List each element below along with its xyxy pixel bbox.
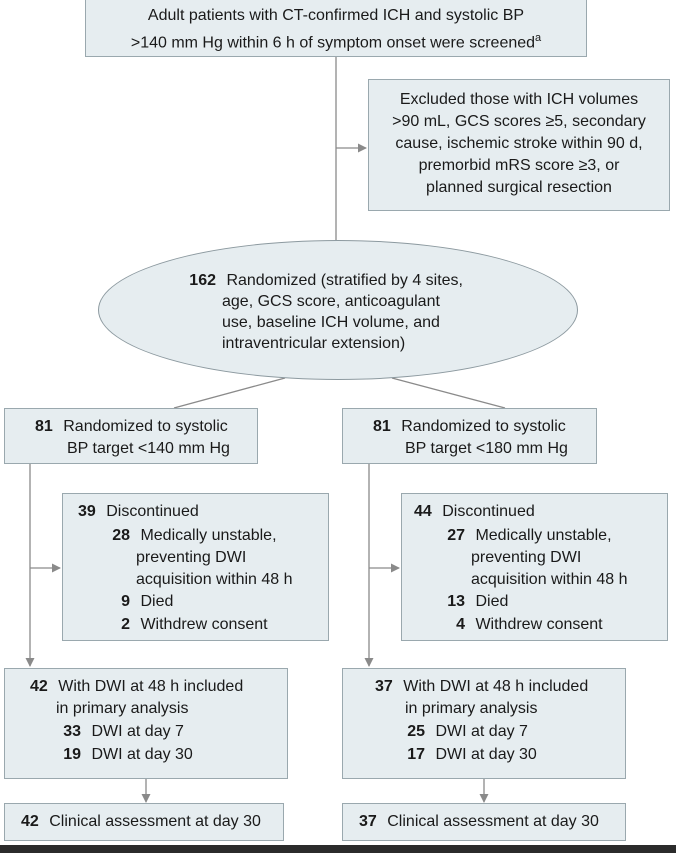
- arm2-reason-count: 4: [456, 616, 465, 633]
- arm1-followup-row: 19 DWI at day 30: [30, 744, 193, 766]
- arm2-followup-row: 17 DWI at day 30: [375, 744, 537, 766]
- arm1-followup-label: DWI at day 7: [91, 723, 184, 740]
- arm1-discontinued-box: 39 Discontinued 28 Medically unstable, p…: [62, 493, 329, 641]
- arm1-clinical-row: 42 Clinical assessment at day 30: [21, 811, 261, 833]
- arm2-analysis-box: 37 With DWI at 48 h included in primary …: [342, 668, 626, 779]
- exclusion-line: cause, ischemic stroke within 90 d,: [395, 135, 643, 152]
- screening-footnote: a: [535, 32, 542, 44]
- arm2-followup-label: DWI at day 30: [435, 746, 537, 763]
- arm1-reason-count: 9: [121, 593, 130, 610]
- arm2-analysis-line1: With DWI at 48 h included: [403, 678, 589, 695]
- arm2-discontinued-row: 44 Discontinued: [414, 501, 535, 523]
- arm1-discontinued-row: 39 Discontinued: [78, 501, 199, 523]
- arm1-followup-count: 19: [63, 746, 81, 763]
- arm1-allocation-count: 81: [35, 418, 53, 435]
- screening-box: Adult patients with CT-confirmed ICH and…: [85, 0, 587, 57]
- arm1-analysis-line2: in primary analysis: [56, 700, 189, 717]
- arm2-allocation-line1: Randomized to systolic: [401, 418, 566, 435]
- footer-bar: [0, 845, 676, 853]
- arm1-analysis-box: 42 With DWI at 48 h included in primary …: [4, 668, 288, 779]
- arm2-reason-text: acquisition within 48 h: [471, 571, 628, 588]
- randomized-to-arm1-line: [173, 377, 286, 409]
- arm2-reason-count: 13: [447, 593, 465, 610]
- arm1-analysis-row: 42 With DWI at 48 h included: [30, 676, 243, 698]
- arm1-allocation-box: 81 Randomized to systolic BP target <140…: [4, 408, 258, 464]
- arm2-reason-text: Withdrew consent: [475, 616, 603, 633]
- randomized-line: age, GCS score, anticoagulant: [222, 293, 440, 310]
- exclusion-line: >90 mL, GCS scores ≥5, secondary: [392, 113, 646, 130]
- arm1-discontinued-label: Discontinued: [106, 503, 199, 520]
- arm2-reason-row: 4 Withdrew consent: [414, 614, 603, 636]
- arm1-followup-row: 33 DWI at day 7: [30, 721, 184, 743]
- arm1-reason-text: Medically unstable,: [140, 527, 277, 544]
- arm2-clinical-row: 37 Clinical assessment at day 30: [359, 811, 599, 833]
- arm1-allocation-line2: BP target <140 mm Hg: [67, 440, 230, 457]
- screening-line2-wrap: >140 mm Hg within 6 h of symptom onset w…: [86, 27, 586, 54]
- arm1-analysis-count: 42: [30, 678, 48, 695]
- arm2-discontinued-box: 44 Discontinued 27 Medically unstable, p…: [401, 493, 668, 641]
- arm2-reason-text: Died: [475, 593, 509, 610]
- arm1-reason-text: preventing DWI: [136, 549, 247, 566]
- arm2-discontinued-count: 44: [414, 503, 432, 520]
- arm1-analysis-line1: With DWI at 48 h included: [58, 678, 244, 695]
- screening-line1: Adult patients with CT-confirmed ICH and…: [147, 7, 525, 24]
- arm2-discontinued-label: Discontinued: [442, 503, 535, 520]
- arm2-clinical-box: 37 Clinical assessment at day 30: [342, 803, 626, 841]
- arm2-allocation-count: 81: [373, 418, 391, 435]
- arm1-reason-text: Died: [140, 593, 174, 610]
- randomized-line: Randomized (stratified by 4 sites,: [226, 272, 463, 289]
- arm1-reason-row: 28 Medically unstable,: [78, 525, 277, 547]
- arm1-reason-text: Withdrew consent: [140, 616, 268, 633]
- arm2-reason-text: preventing DWI: [471, 549, 582, 566]
- randomized-line: use, baseline ICH volume, and: [222, 314, 440, 331]
- arm2-followup-label: DWI at day 7: [435, 723, 528, 740]
- arm1-followup-count: 33: [63, 723, 81, 740]
- arm1-reason-text: acquisition within 48 h: [136, 571, 293, 588]
- arm1-clinical-label: Clinical assessment at day 30: [49, 813, 261, 830]
- arm1-reason-row: 9 Died: [78, 591, 173, 613]
- exclusion-line: Excluded those with ICH volumes: [399, 91, 639, 108]
- exclusion-line: premorbid mRS score ≥3, or: [418, 157, 620, 174]
- arm1-reason-count: 2: [121, 616, 130, 633]
- arm2-analysis-row: 37 With DWI at 48 h included: [375, 676, 588, 698]
- arm1-clinical-count: 42: [21, 813, 39, 830]
- arm1-followup-label: DWI at day 30: [91, 746, 193, 763]
- arm1-allocation-line1: Randomized to systolic: [63, 418, 228, 435]
- arm1-discontinued-count: 39: [78, 503, 96, 520]
- exclusion-box: Excluded those with ICH volumes >90 mL, …: [368, 79, 670, 211]
- arm2-reason-row: 13 Died: [414, 591, 508, 613]
- arm2-followup-count: 25: [407, 723, 425, 740]
- exclusion-line: planned surgical resection: [426, 179, 612, 196]
- arm2-reason-text: Medically unstable,: [475, 527, 612, 544]
- randomized-to-arm2-line: [391, 377, 506, 409]
- arm1-allocation-row: 81 Randomized to systolic: [35, 416, 228, 438]
- arm2-allocation-box: 81 Randomized to systolic BP target <180…: [342, 408, 597, 464]
- randomized-count: 162: [189, 272, 216, 289]
- arm1-reason-row: 2 Withdrew consent: [78, 614, 268, 636]
- arm2-followup-count: 17: [407, 746, 425, 763]
- arm2-clinical-label: Clinical assessment at day 30: [387, 813, 599, 830]
- arm2-allocation-line2: BP target <180 mm Hg: [405, 440, 568, 457]
- arm2-followup-row: 25 DWI at day 7: [375, 721, 528, 743]
- arm1-clinical-box: 42 Clinical assessment at day 30: [4, 803, 284, 841]
- arm2-clinical-count: 37: [359, 813, 377, 830]
- arm2-allocation-row: 81 Randomized to systolic: [373, 416, 566, 438]
- arm2-reason-count: 27: [447, 527, 465, 544]
- arm1-reason-count: 28: [112, 527, 130, 544]
- screening-line2: >140 mm Hg within 6 h of symptom onset w…: [130, 34, 536, 52]
- randomized-row: 162 Randomized (stratified by 4 sites,: [186, 270, 463, 291]
- randomized-line: intraventricular extension): [222, 335, 406, 352]
- randomized-ellipse: [98, 240, 578, 380]
- arm2-analysis-count: 37: [375, 678, 393, 695]
- arm2-analysis-line2: in primary analysis: [405, 700, 538, 717]
- arm2-reason-row: 27 Medically unstable,: [414, 525, 612, 547]
